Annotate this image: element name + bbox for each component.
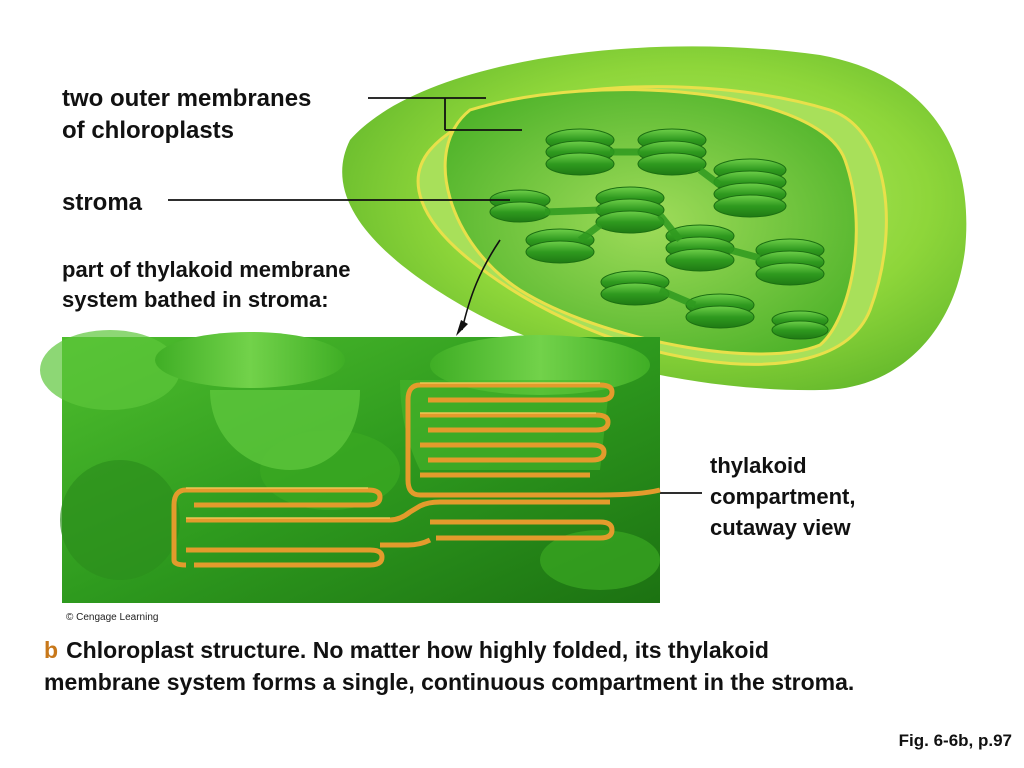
stroma-label: stroma bbox=[62, 187, 142, 219]
figure-reference: Fig. 6-6b, p.97 bbox=[899, 731, 1012, 751]
cutaway-panel bbox=[40, 330, 660, 603]
caption-letter: b bbox=[44, 637, 58, 663]
copyright-credit: © Cengage Learning bbox=[66, 612, 158, 623]
thylakoid-system-line-2: system bathed in stroma: bbox=[62, 285, 351, 315]
outer-membranes-line-2: of chloroplasts bbox=[62, 115, 311, 147]
thylakoid-compartment-line-1: thylakoid bbox=[710, 450, 855, 481]
outer-membranes-label: two outer membranes of chloroplasts bbox=[62, 83, 311, 147]
caption-text-1: Chloroplast structure. No matter how hig… bbox=[66, 637, 769, 663]
outer-membranes-line-1: two outer membranes bbox=[62, 83, 311, 115]
figure-caption: b Chloroplast structure. No matter how hi… bbox=[44, 634, 984, 698]
caption-line-1: b Chloroplast structure. No matter how hi… bbox=[44, 634, 984, 666]
thylakoid-compartment-line-3: cutaway view bbox=[710, 512, 855, 543]
thylakoid-system-line-1: part of thylakoid membrane bbox=[62, 255, 351, 285]
thylakoid-system-label: part of thylakoid membrane system bathed… bbox=[62, 255, 351, 315]
caption-text-2: membrane system forms a single, continuo… bbox=[44, 666, 984, 698]
thylakoid-compartment-label: thylakoid compartment, cutaway view bbox=[710, 450, 855, 543]
thylakoid-compartment-line-2: compartment, bbox=[710, 481, 855, 512]
